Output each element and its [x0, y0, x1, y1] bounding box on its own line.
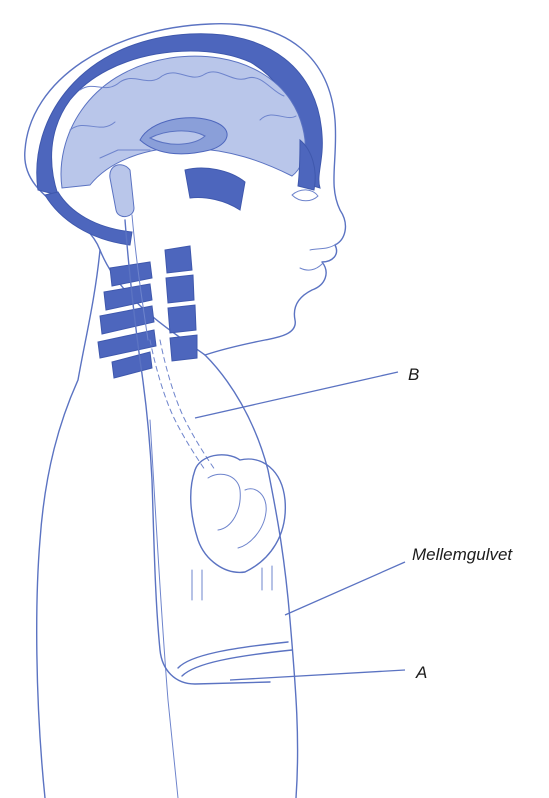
label-diaphragm: Mellemgulvet — [412, 545, 513, 564]
face-details — [292, 190, 336, 270]
skull-and-brain — [37, 34, 323, 245]
leader-a — [230, 670, 405, 680]
shunt-catheter — [100, 150, 270, 684]
label-a: A — [415, 663, 427, 682]
leader-diaphragm — [285, 562, 405, 615]
heart — [191, 455, 286, 600]
leader-lines — [195, 372, 405, 680]
label-b: B — [408, 365, 419, 384]
cervical-vertebrae — [98, 246, 197, 378]
abdominal-loop — [178, 642, 292, 676]
